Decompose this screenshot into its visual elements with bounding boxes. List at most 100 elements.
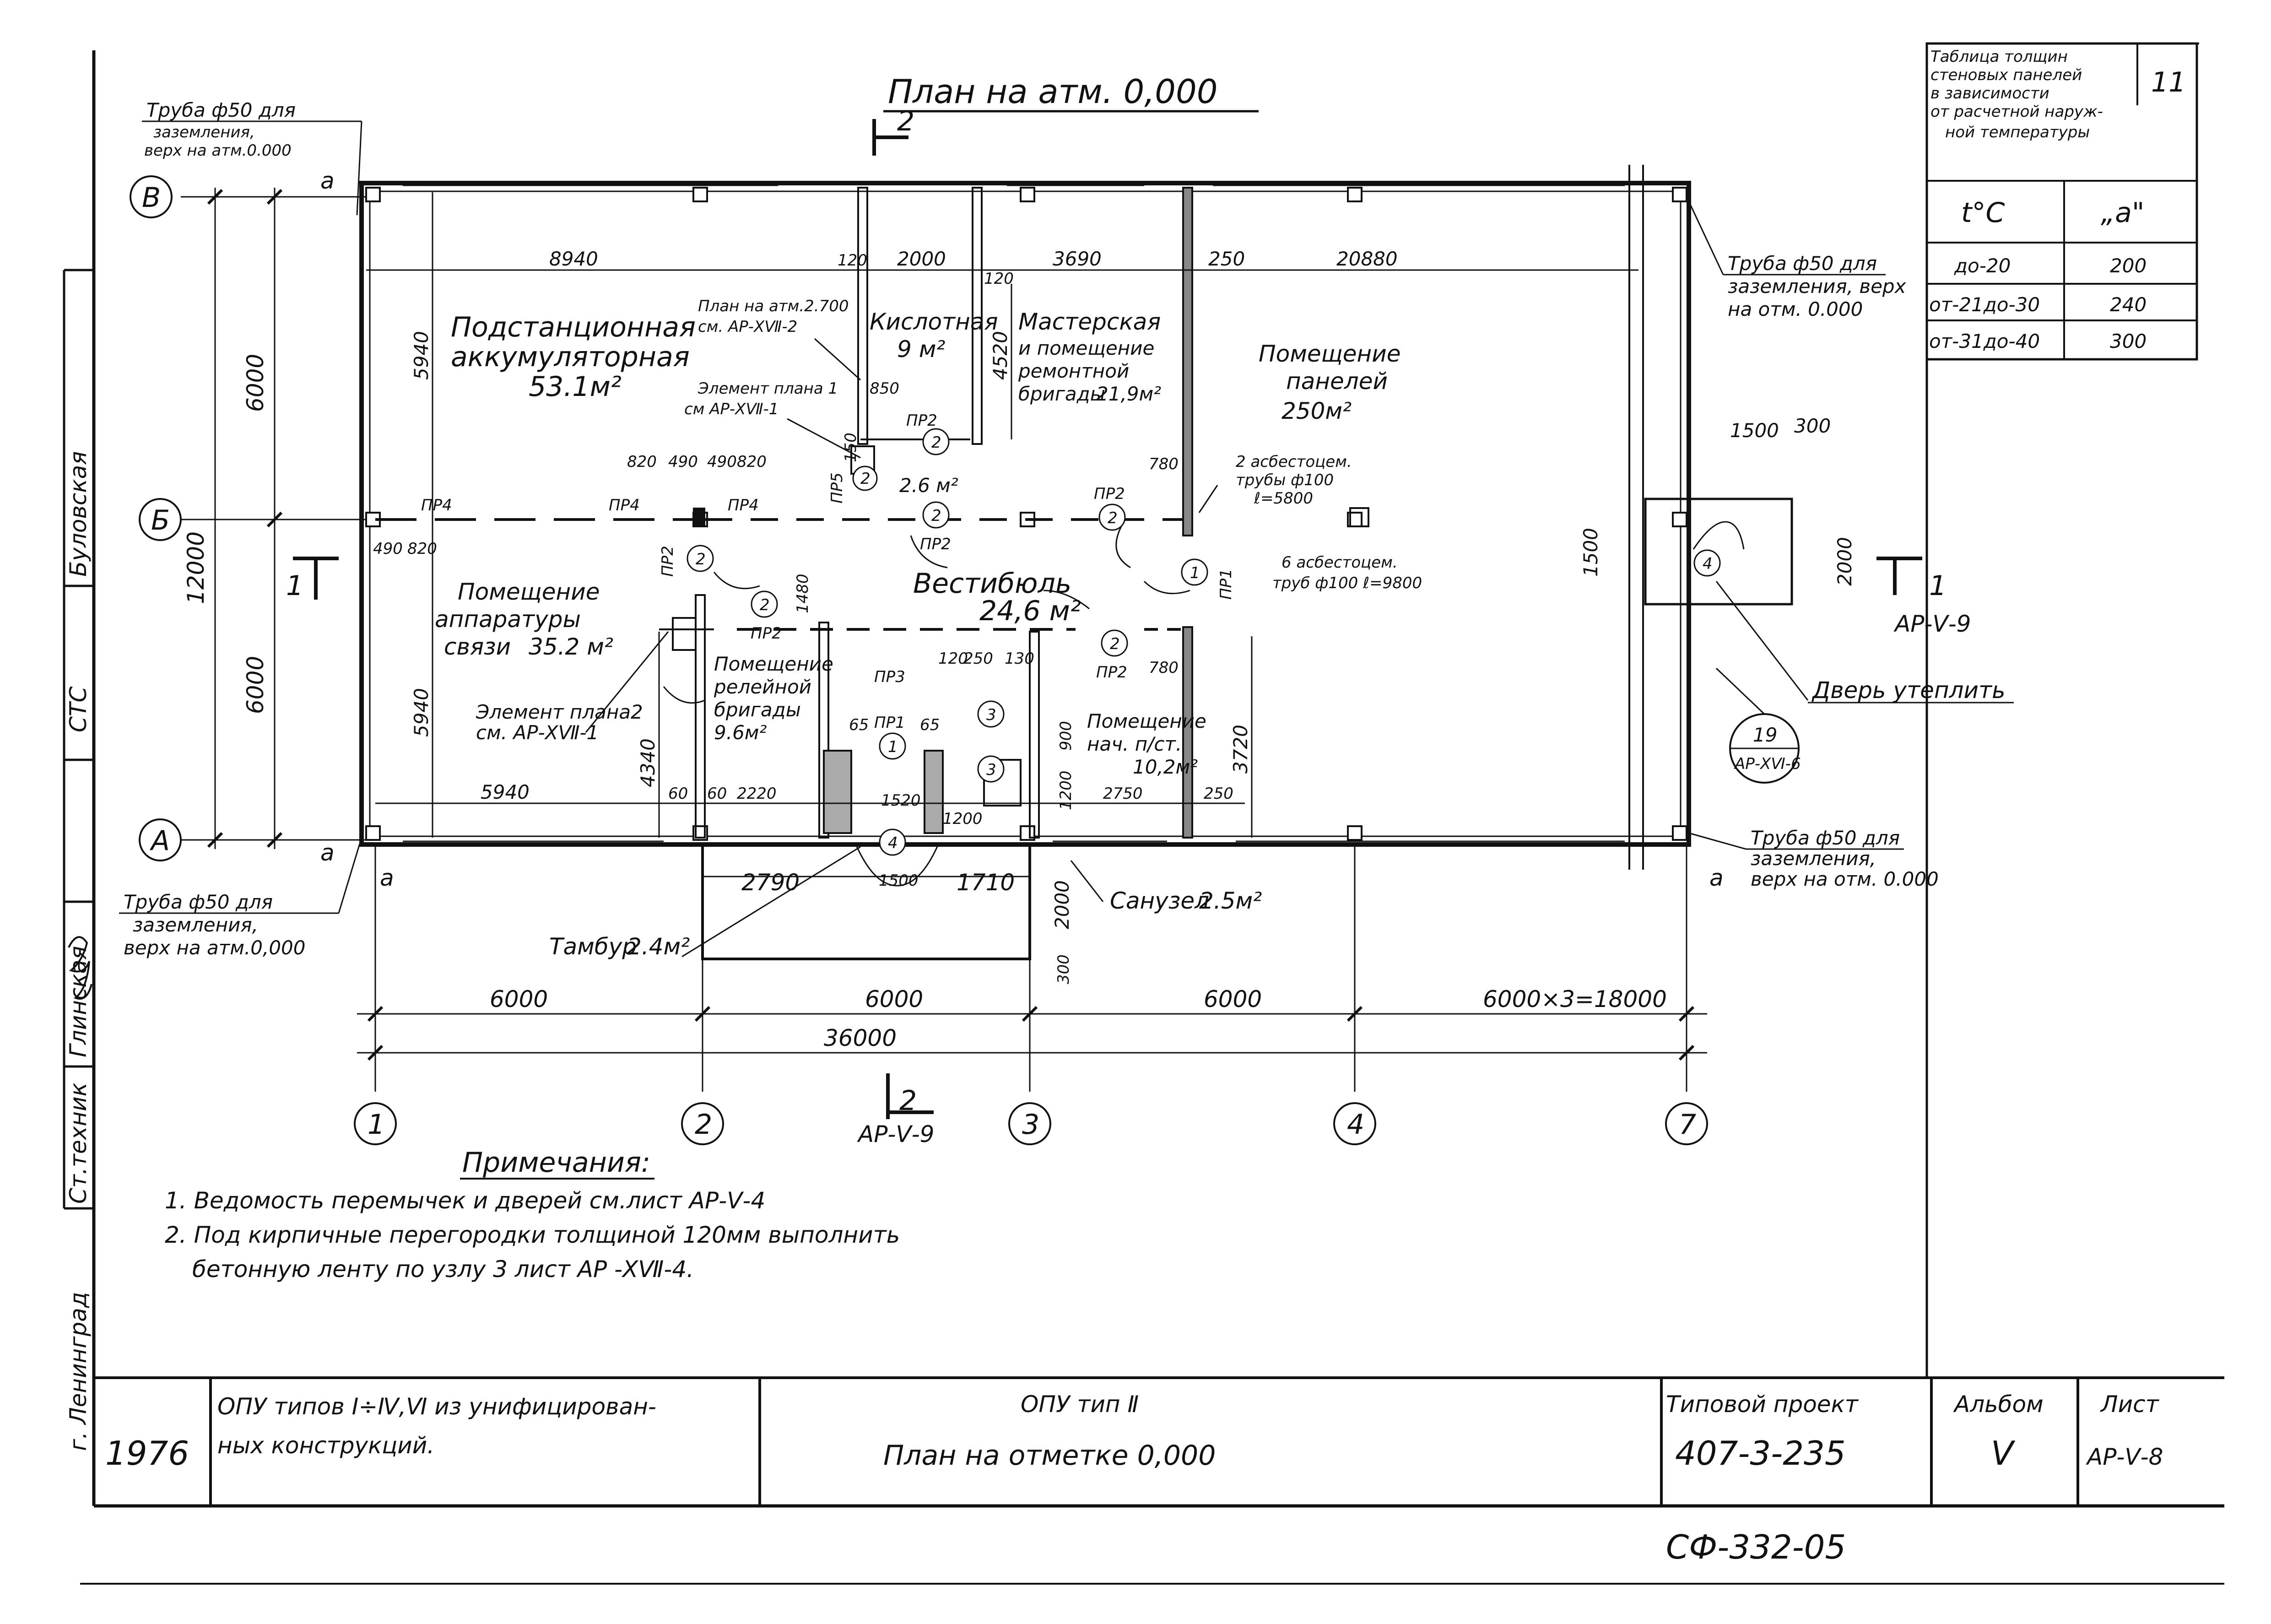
room-relay-name-2: релейной (714, 676, 811, 698)
room-battery-name-2: аккумуляторная (451, 341, 690, 373)
note-2: 2. Под кирпичные перегородки толщиной 12… (165, 1222, 900, 1248)
callout-plan-2700-2: см. АР-ⅩⅦ-2 (698, 318, 797, 336)
side-stamp (63, 269, 95, 1210)
wall-table-title-4: от расчетной наруж- (1930, 103, 2103, 121)
axis-bubbles (130, 175, 1708, 1145)
callout-pipes6-1: 6 асбестоцем. (1281, 553, 1398, 572)
room-relay-name-1: Помещение (714, 653, 833, 675)
pipe-note-tl-1: Труба ф50 для (146, 99, 296, 121)
dim-small-820c: 820 (407, 540, 437, 558)
door-pr2-e: ПР2 (751, 624, 782, 643)
room-workshop-area: 21,9м² (1096, 383, 1161, 405)
a-mark-left: а (380, 865, 394, 891)
title-typical-label: Типовой проект (1666, 1391, 1859, 1418)
note-2-cont: бетонную ленту по узлу 3 лист АР -ⅩⅦ-4. (192, 1256, 694, 1283)
pipe-note-tr-3: на отм. 0.000 (1728, 298, 1863, 320)
dim-left-6000b: 6000 (242, 656, 269, 714)
wall-table-header-t: t°C (1961, 197, 2005, 229)
dim-grid-4: 6000×3=18000 (1483, 986, 1667, 1012)
door-circle-2a: 2 (931, 433, 941, 452)
dim-left-12000: 12000 (183, 531, 209, 604)
door-circle-4b: 4 (1703, 555, 1713, 573)
room-workshop-name-1: Мастерская (1018, 309, 1161, 335)
door-circle-2b: 2 (860, 470, 871, 488)
note-1: 1. Ведомость перемычек и дверей см.лист … (165, 1187, 765, 1214)
dim-tambour-1710: 1710 (957, 869, 1015, 896)
dim-v-5940b: 5940 (410, 688, 433, 737)
axis-label-a: А (149, 825, 170, 857)
node-ref-bottom: АР-ⅩⅥ-6 (1734, 755, 1801, 773)
room-comms-name-3: связи (444, 633, 511, 660)
pipe-note-br-3: верх на отм. 0.000 (1751, 868, 1939, 890)
room-panels-name-1: Помещение (1259, 341, 1400, 367)
wall-table-sheet-no: 11 (2151, 66, 2186, 98)
callout-pipes2-1: 2 асбестоцем. (1236, 453, 1352, 471)
room-workshop-name-3: ремонтной (1018, 360, 1129, 382)
pipe-note-br-2: заземления, (1751, 847, 1876, 870)
title-year: 1976 (105, 1434, 189, 1472)
wall-table-title-3: в зависимости (1930, 84, 2049, 103)
axis-bubble-4 (1333, 1102, 1376, 1145)
dim-bottom-2220: 2220 (737, 785, 777, 803)
callout-door-insulate: Дверь утеплить (1811, 677, 2006, 704)
archive-code: СФ-332-05 (1666, 1528, 1846, 1566)
callouts: План на атм.2.700 см. АР-ⅩⅦ-2 Элемент пл… (320, 168, 2014, 891)
dim-small-490b: 490 (707, 453, 737, 471)
stamp-name-2: Буловская (65, 451, 92, 577)
title-typical-value: 407-3-235 (1675, 1434, 1846, 1472)
city-label: г. Ленинград (65, 1292, 92, 1451)
room-lobby-area: 24,6 м² (979, 595, 1081, 627)
dim-tambour-2000: 2000 (1051, 880, 1073, 929)
room-comms-name-2: аппаратуры (435, 606, 581, 633)
section-mark-right (1876, 557, 1922, 595)
room-panels-area: 250м² (1281, 398, 1352, 424)
door-circle-1a: 1 (1190, 564, 1200, 582)
room-corridor-area: 2.6 м² (899, 474, 958, 497)
wall-table-title-5: ной температуры (1945, 123, 2090, 141)
door-pr4-c: ПР4 (728, 496, 759, 514)
pipe-note-bl-1: Труба ф50 для (124, 891, 273, 913)
room-leaders (681, 846, 1104, 958)
notes: Примечания: 1. Ведомость перемычек и две… (165, 1147, 900, 1283)
dim-small-1500a: 1500 (1730, 419, 1779, 442)
pipe-note-tr-2: заземления, верх (1728, 275, 1907, 298)
wall-table-r2-a: 240 (2110, 293, 2147, 316)
pipe-note-tr-1: Труба ф50 для (1728, 252, 1877, 275)
frame (80, 43, 2224, 1585)
callout-element1-2: см АР-ⅩⅦ-1 (684, 400, 779, 418)
section-left-label: 1 (286, 570, 303, 602)
dim-overall: 36000 (824, 1025, 897, 1051)
door-circle-2d: 2 (1108, 509, 1118, 527)
title-block-text: 1976 ОПУ типов Ⅰ÷Ⅳ,Ⅵ из унифицирован- ны… (105, 1391, 2163, 1472)
dim-v-5940a: 5940 (410, 331, 433, 380)
dim-small-820a: 820 (627, 453, 657, 471)
door-pr5: ПР5 (828, 472, 846, 503)
dim-small-1520: 1520 (881, 791, 921, 810)
dim-small-490c: 490 (373, 540, 403, 558)
dim-tambour-2790: 2790 (741, 869, 800, 896)
notes-title: Примечания: (462, 1147, 650, 1179)
room-comms-area: 35.2 м² (529, 633, 613, 660)
room-workshop-name-2: и помещение (1018, 337, 1154, 359)
room-labels: Подстанционная аккумуляторная 53.1м² Кис… (435, 309, 1400, 960)
dim-small-780a: 780 (1149, 455, 1179, 473)
axis-bubble-b (139, 498, 182, 541)
title-sheet-title: План на отметке 0,000 (883, 1440, 1216, 1472)
drawing-title: План на атм. 0,000 (888, 72, 1218, 111)
room-relay-area: 9.6м² (714, 721, 767, 744)
title-block (209, 1378, 2079, 1506)
pipe-note-bl-3: верх на атм.0,000 (124, 937, 305, 959)
dim-grid-2: 6000 (865, 986, 923, 1012)
callout-element2-2: см. АР-ⅩⅦ-1 (476, 721, 599, 744)
room-head-area: 10,2м² (1133, 756, 1198, 778)
dimension-text: 8940 120 2000 3690 250 20880 120 6000 12… (183, 192, 1856, 1051)
axis-bubble-7 (1665, 1102, 1708, 1145)
title-album-value: Ⅴ (1991, 1434, 2016, 1472)
wall-table-title-1: Таблица толщин (1930, 48, 2068, 66)
door-circles (687, 428, 1721, 856)
dim-small-820b: 820 (737, 453, 767, 471)
title-type: ОПУ тип Ⅱ (1021, 1391, 1139, 1418)
section-right-label: 1 (1929, 570, 1947, 602)
dim-small-900: 900 (1057, 721, 1075, 751)
wall-table-title-2: стеновых панелей (1930, 66, 2082, 84)
